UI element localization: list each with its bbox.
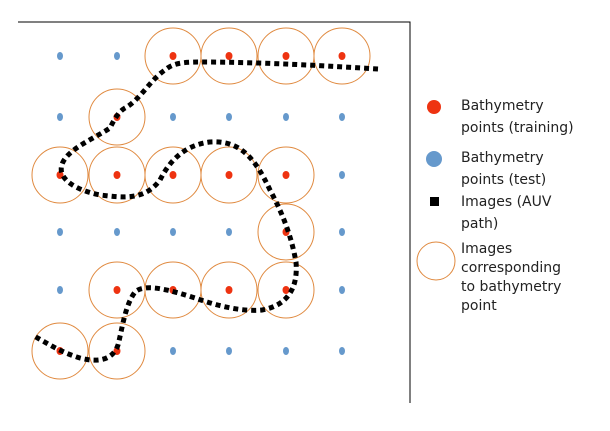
training-point — [282, 286, 290, 294]
image-footprint-circle — [31, 322, 89, 380]
test-point — [170, 113, 176, 121]
legend-corresponding-line2: corresponding — [461, 260, 561, 276]
legend-images-line2: path) — [461, 216, 498, 232]
test-point — [114, 52, 120, 60]
test-point — [57, 286, 63, 294]
red-dot-icon — [427, 100, 441, 114]
training-point — [169, 171, 177, 179]
image-footprint-circle — [257, 146, 315, 204]
training-point — [225, 52, 233, 60]
test-point — [339, 286, 345, 294]
legend-corresponding-line4: point — [461, 298, 497, 314]
test-point — [57, 228, 63, 236]
image-footprint-circle — [88, 88, 146, 146]
training-point — [225, 286, 233, 294]
test-point — [283, 113, 289, 121]
image-footprint-circle — [88, 322, 146, 380]
training-point — [225, 171, 233, 179]
blue-dot-icon — [426, 151, 442, 167]
plot-frame — [18, 21, 411, 403]
test-point — [339, 113, 345, 121]
training-point — [282, 171, 290, 179]
test-point — [57, 113, 63, 121]
test-point — [339, 347, 345, 355]
test-point — [114, 228, 120, 236]
orange-circle-icon — [416, 241, 456, 281]
test-point — [339, 171, 345, 179]
image-footprint-circle — [257, 261, 315, 319]
legend-training-line2: points (training) — [461, 120, 574, 136]
legend-corresponding-line1: Images — [461, 241, 512, 257]
bathymetry-points — [56, 52, 346, 355]
image-footprint-circles — [31, 27, 371, 380]
test-point — [170, 347, 176, 355]
legend: Bathymetry points (training) Bathymetry … — [416, 98, 574, 314]
test-point — [226, 113, 232, 121]
training-point — [113, 286, 121, 294]
test-point — [339, 228, 345, 236]
black-square-icon — [430, 197, 439, 206]
image-footprint-circle — [200, 261, 258, 319]
image-footprint-circle — [200, 27, 258, 85]
image-footprint-circle — [257, 203, 315, 261]
training-point — [338, 52, 346, 60]
legend-test-line2: points (test) — [461, 172, 546, 188]
test-point — [170, 228, 176, 236]
training-point — [282, 52, 290, 60]
auv-path — [32, 59, 379, 363]
image-footprint-circle — [313, 27, 371, 85]
legend-images-line1: Images (AUV — [461, 194, 552, 210]
legend-corresponding-line3: to bathymetry — [461, 279, 561, 295]
training-point — [56, 171, 64, 179]
test-point — [226, 228, 232, 236]
image-footprint-circle — [31, 146, 89, 204]
training-point — [113, 171, 121, 179]
image-footprint-circle — [200, 146, 258, 204]
legend-training-line1: Bathymetry — [461, 98, 544, 114]
test-point — [57, 52, 63, 60]
training-point — [169, 52, 177, 60]
legend-test-line1: Bathymetry — [461, 150, 544, 166]
test-point — [283, 347, 289, 355]
test-point — [226, 347, 232, 355]
